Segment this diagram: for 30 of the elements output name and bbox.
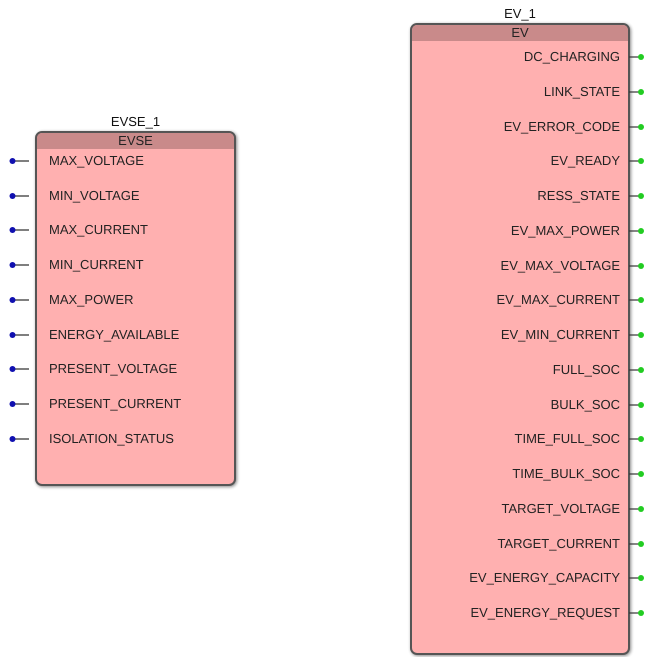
pin-label: EV_MIN_CURRENT <box>500 327 620 343</box>
pin-label: EV_ENERGY_CAPACITY <box>469 570 620 586</box>
pin-label: BULK_SOC <box>550 396 620 412</box>
pin-label: LINK_STATE <box>544 84 620 100</box>
pin-label: TIME_BULK_SOC <box>512 466 620 482</box>
pin-label: EV_MAX_VOLTAGE <box>500 258 620 274</box>
pin-label: ISOLATION_STATUS <box>49 430 174 447</box>
instance-name: EVSE_1 <box>110 114 162 130</box>
pin-label: MAX_VOLTAGE <box>49 153 144 169</box>
pin-label: FULL_SOC <box>552 362 620 378</box>
pin-label: ENERGY_AVAILABLE <box>49 326 180 342</box>
pin-label: EV_READY <box>550 153 620 170</box>
pin-label: RESS_STATE <box>537 188 620 204</box>
pin-label: PRESENT_CURRENT <box>49 396 182 412</box>
pin-label: MIN_CURRENT <box>49 257 144 274</box>
block-type-header: EV <box>412 25 628 41</box>
pin-label: TARGET_VOLTAGE <box>502 500 620 517</box>
pin-label: MAX_POWER <box>49 292 134 308</box>
block-type-header: EVSE <box>37 133 234 149</box>
pin-label: DC_CHARGING <box>524 49 620 65</box>
pin-label: TARGET_CURRENT <box>497 536 620 552</box>
pin-label: EV_MAX_CURRENT <box>496 292 620 308</box>
instance-name: EV_1 <box>503 6 537 22</box>
pin-label: TIME_FULL_SOC <box>514 431 620 448</box>
pin-label: EV_MAX_POWER <box>510 222 620 239</box>
pin-label: MIN_VOLTAGE <box>49 188 140 204</box>
pin-label: MAX_CURRENT <box>49 222 148 238</box>
pin-label: PRESENT_VOLTAGE <box>49 361 178 378</box>
pin-label: EV_ENERGY_REQUEST <box>470 605 620 621</box>
pin-label: EV_ERROR_CODE <box>504 118 620 134</box>
